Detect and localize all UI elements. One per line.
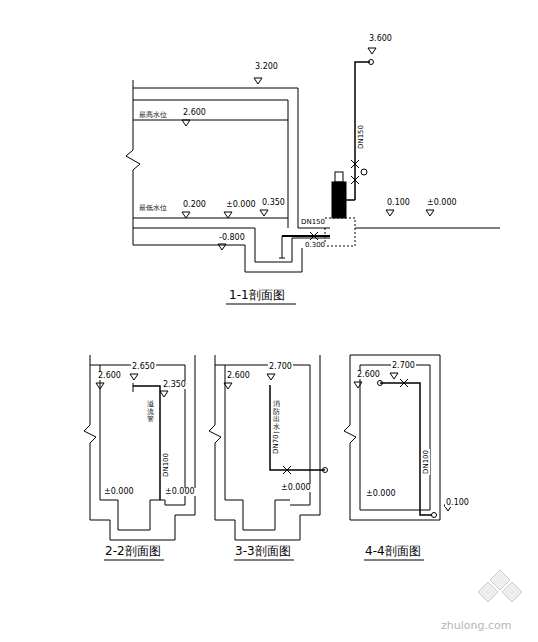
ground-line xyxy=(355,228,500,229)
overflow-pipe xyxy=(133,386,160,500)
section-title: 4-4剖面图 xyxy=(364,545,422,557)
valve-symbol xyxy=(400,379,408,387)
pump-symbol xyxy=(332,182,346,218)
section-title: 3-3剖面图 xyxy=(234,545,292,557)
elevation-text: 2.600 xyxy=(356,371,381,379)
elevation-text: 0.300 xyxy=(304,242,326,249)
pump-base xyxy=(325,218,355,246)
watermark: zhulong.com xyxy=(440,620,512,631)
elevation-text: 3.200 xyxy=(254,63,279,71)
wall-base xyxy=(288,215,330,228)
watermark-logo xyxy=(478,570,522,602)
gauge-symbol xyxy=(361,169,367,175)
elevation-text: 0.350 xyxy=(261,199,286,207)
suction-pipe xyxy=(279,236,285,258)
discharge-pipe xyxy=(355,62,370,200)
pipe-label: DN150 xyxy=(358,124,365,150)
pipe-end xyxy=(133,383,134,392)
elevation-text: 3.600 xyxy=(368,35,393,43)
elevation-text: 2.600 xyxy=(97,372,122,380)
pipe-end xyxy=(323,468,328,473)
elevation-text: -0.800 xyxy=(218,234,246,242)
tank-wall xyxy=(126,80,140,245)
elevation-text: ±0.000 xyxy=(280,484,312,492)
valve-symbol xyxy=(351,160,359,184)
section-title: 2-2剖面图 xyxy=(104,545,162,557)
elevation-text: 0.200 xyxy=(182,201,207,209)
pipe-end xyxy=(432,513,437,518)
elevation-text: 2.600 xyxy=(182,109,207,117)
section-title: 1-1剖面图 xyxy=(228,289,286,301)
elevation-text: ±0.000 xyxy=(164,488,196,496)
elevation-text: ±0.000 xyxy=(225,201,257,209)
elevation-text: 最低水位 xyxy=(138,205,168,212)
water-level xyxy=(133,120,288,218)
title-underline xyxy=(104,304,424,560)
elevation-text: 2.600 xyxy=(226,372,251,380)
valve-symbol xyxy=(310,232,318,240)
pipe-label: 溢流管 xyxy=(147,400,154,425)
elevation-text: 2.700 xyxy=(268,363,293,371)
outlet-pipe xyxy=(270,385,325,470)
elevation-text: ±0.000 xyxy=(365,490,397,498)
elevation-text: DN150 xyxy=(300,219,326,226)
tank-floor xyxy=(133,228,330,272)
pipe-end xyxy=(369,60,374,65)
float-valve xyxy=(378,381,383,386)
tank-outline xyxy=(344,355,440,520)
elevation-text: 最高水位 xyxy=(138,112,168,119)
elevation-text: ±0.000 xyxy=(103,488,135,496)
elevation-mark xyxy=(96,373,452,511)
pipe-label: DN100 xyxy=(423,449,430,475)
pipe-label: DN100 xyxy=(163,452,170,478)
valve-symbol xyxy=(283,466,291,474)
elevation-mark xyxy=(182,48,434,250)
elevation-text: 0.100 xyxy=(445,499,470,507)
pipe-label: DN70 xyxy=(273,433,280,455)
elevation-text: 0.100 xyxy=(386,199,411,207)
tank-roof xyxy=(133,88,298,215)
elevation-text: 2.700 xyxy=(391,362,416,370)
tank-wall xyxy=(100,365,101,500)
suction-pipe xyxy=(282,235,330,237)
elevation-text: 2.650 xyxy=(131,363,156,371)
elevation-text: 2.350 xyxy=(162,381,187,389)
elevation-text: ±0.000 xyxy=(426,199,458,207)
discharge-pipe xyxy=(346,199,355,201)
pump-motor xyxy=(335,172,343,182)
